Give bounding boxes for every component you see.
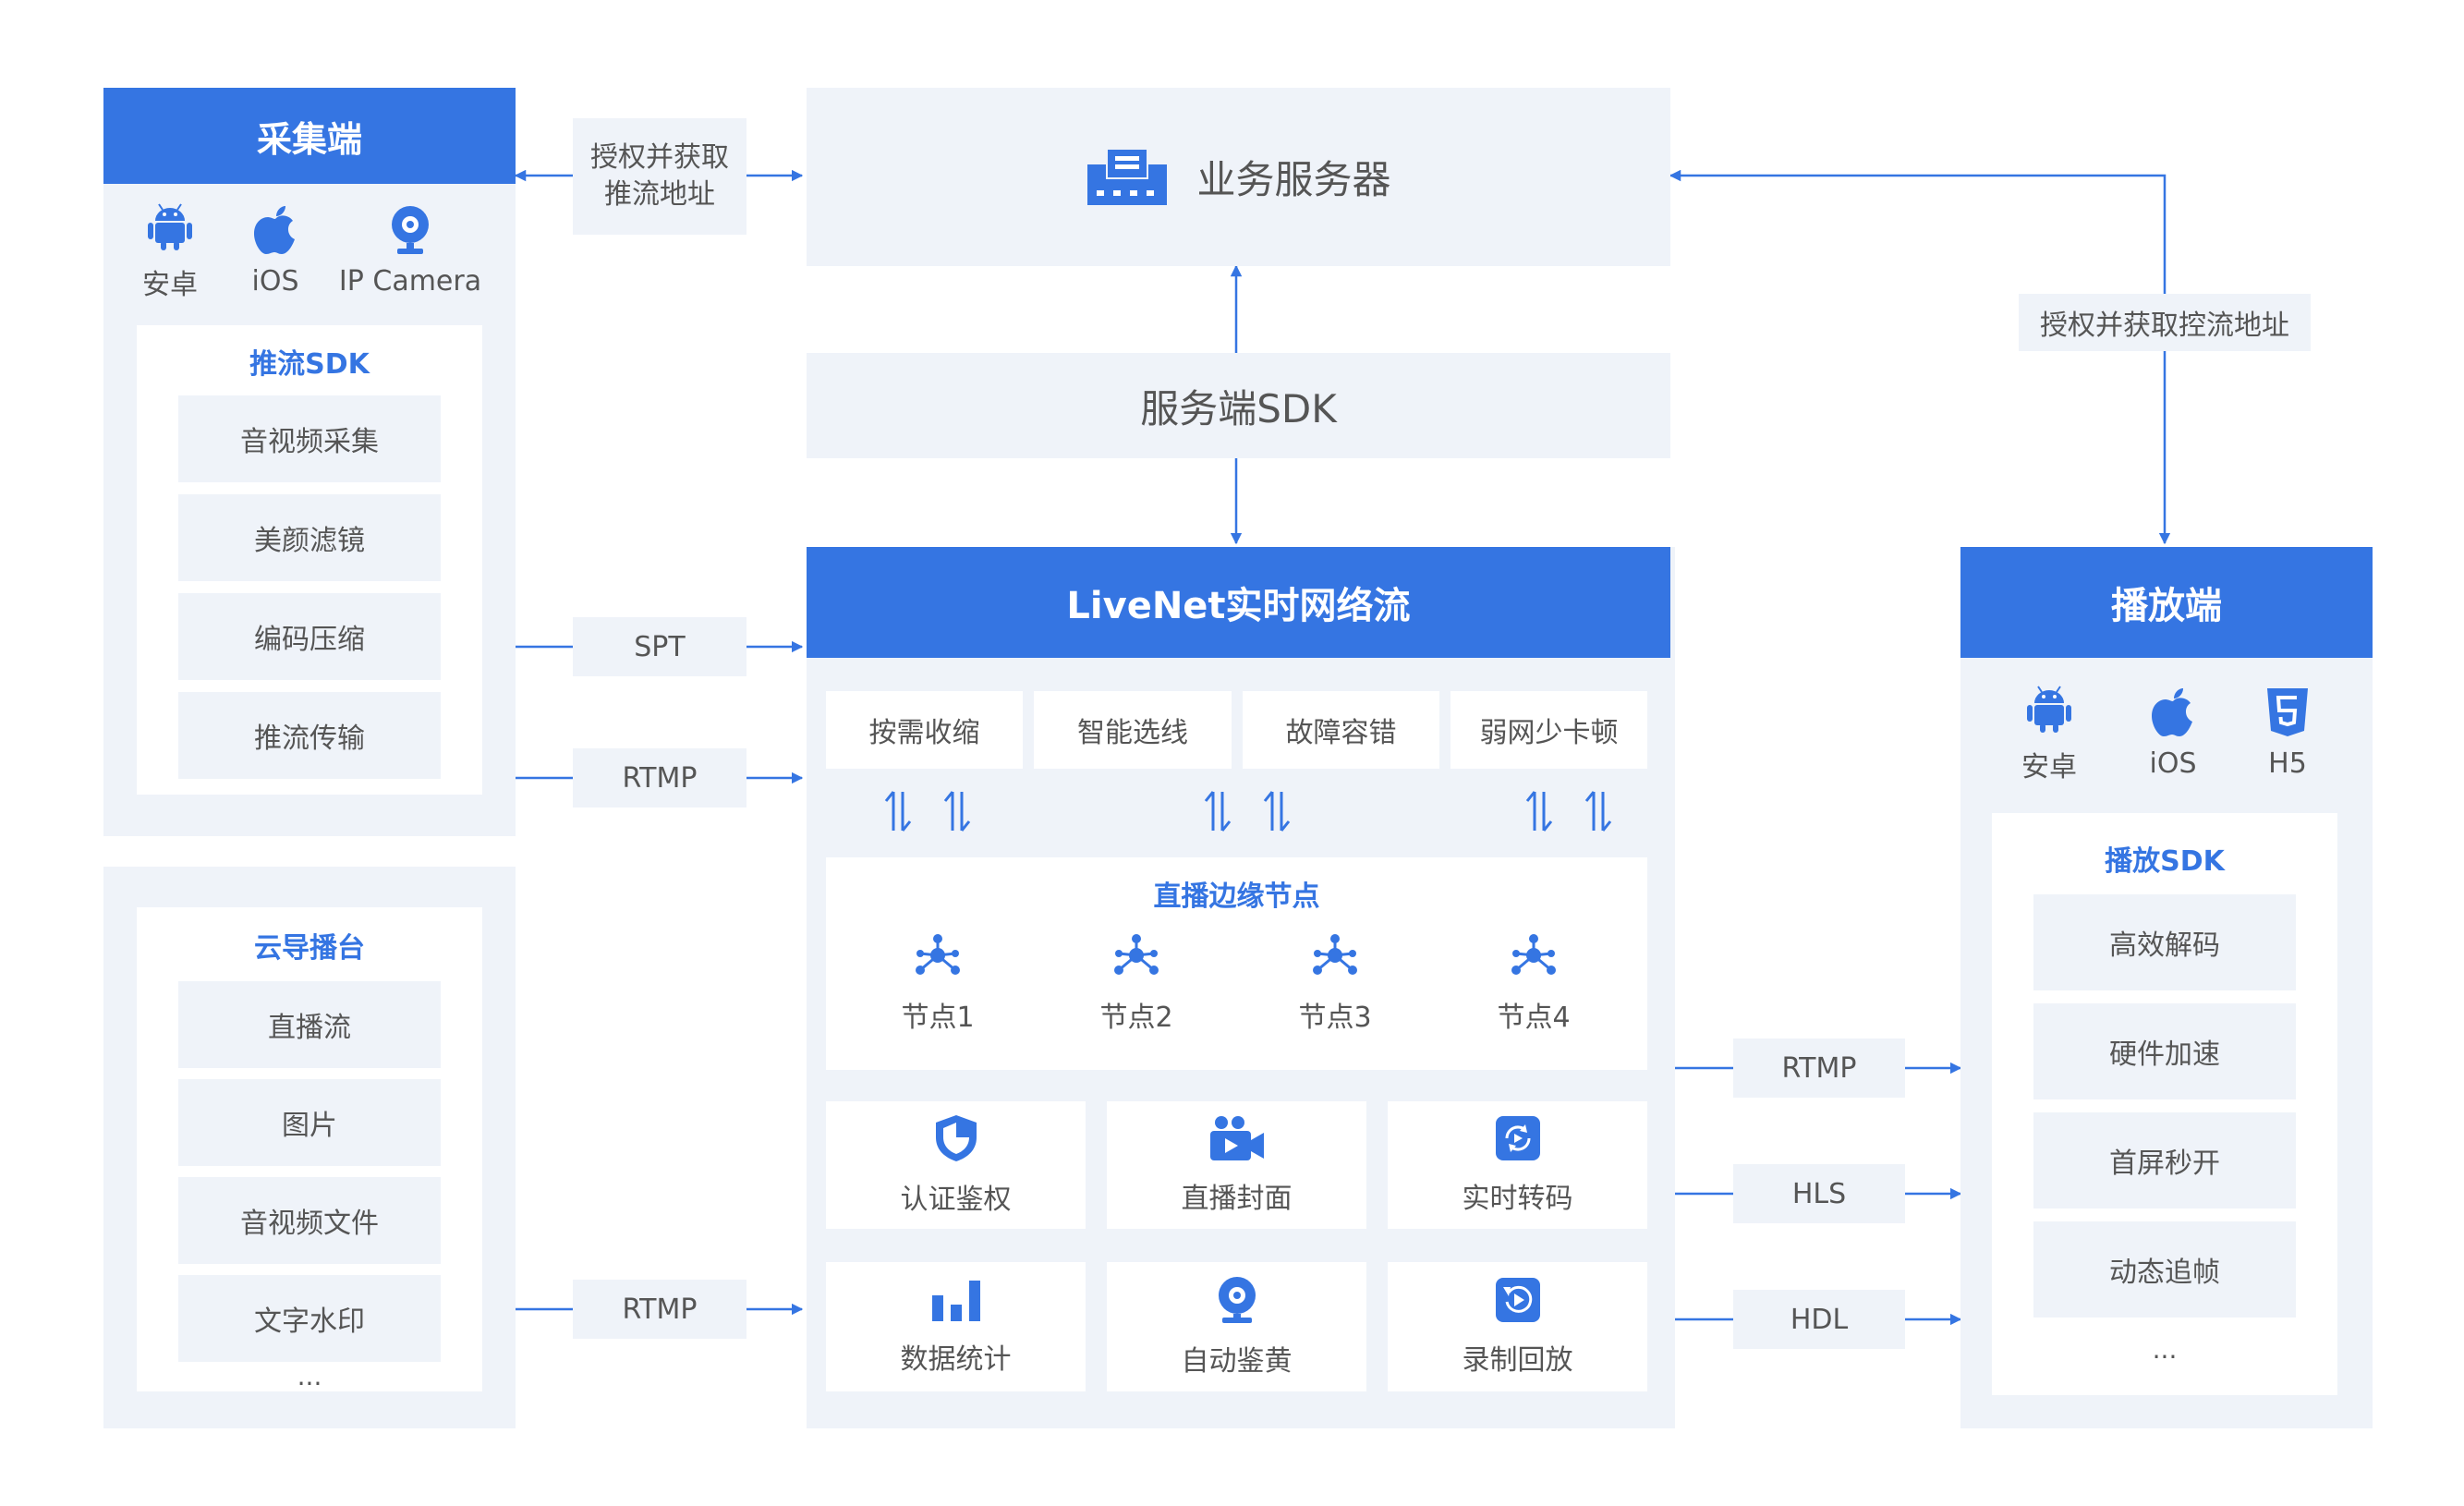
bar-chart-icon	[930, 1277, 982, 1323]
director-item: 图片	[178, 1079, 441, 1166]
edge-node-title: 直播边缘节点	[1153, 881, 1320, 913]
feature-item: 智能选线	[1034, 691, 1232, 769]
player-platform-android: 安卓	[2003, 680, 2095, 786]
service-label: 录制回放	[1462, 1344, 1573, 1377]
service-item: 认证鉴权	[826, 1101, 1086, 1229]
edge-node-label: 节点4	[1497, 1002, 1571, 1034]
play-sdk-more: ...	[2152, 1333, 2178, 1365]
server-title: 业务服务器	[1196, 157, 1391, 202]
edge-node-label: 节点3	[1298, 1002, 1372, 1034]
ip-camera-icon	[386, 204, 434, 256]
network-node-icon	[1111, 933, 1161, 978]
director-more: ...	[297, 1360, 322, 1391]
capture-platform-label: IP Camera	[338, 265, 482, 298]
network-node-icon	[1509, 933, 1559, 978]
feature-item: 弱网少卡顿	[1450, 691, 1647, 769]
webcam-icon	[1213, 1275, 1261, 1325]
capture-header: 采集端	[103, 88, 516, 184]
edge-node-box	[826, 857, 1647, 1070]
player-header: 播放端	[1960, 547, 2373, 658]
player-platform-label: H5	[2268, 747, 2307, 780]
service-label: 直播封面	[1181, 1183, 1293, 1215]
edge-node-label: 节点1	[901, 1002, 975, 1034]
auth-push-line2: 推流地址	[604, 178, 715, 211]
play-sdk-title: 播放SDK	[2105, 845, 2225, 878]
updown-arrows-icon	[1513, 785, 1624, 837]
push-sdk-item: 音视频采集	[178, 395, 441, 482]
protocol-out-box: HLS	[1733, 1164, 1905, 1223]
video-camera-icon	[1208, 1114, 1266, 1162]
feature-item: 故障容错	[1243, 691, 1439, 769]
capture-platform-ipcamera: IP Camera	[329, 198, 492, 304]
service-item: 直播封面	[1107, 1101, 1366, 1229]
edge-node: 节点2	[1076, 924, 1196, 1044]
player-platform-ios: iOS	[2127, 680, 2219, 786]
arrow-right-to-server	[1669, 169, 2167, 294]
service-item: 数据统计	[826, 1262, 1086, 1391]
service-label: 实时转码	[1462, 1183, 1573, 1215]
play-sdk-item: 首屏秒开	[2033, 1112, 2296, 1208]
service-item: 自动鉴黄	[1107, 1262, 1366, 1391]
livenet-header: LiveNet实时网络流	[807, 547, 1670, 658]
player-title: 播放端	[2111, 585, 2222, 627]
player-platform-label: 安卓	[2021, 750, 2077, 783]
protocol-in-box: SPT	[573, 617, 746, 676]
edge-node-label: 节点2	[1099, 1002, 1173, 1034]
push-sdk-item: 美颜滤镜	[178, 494, 441, 581]
protocol-in-box: RTMP	[573, 1280, 746, 1339]
service-item: 实时转码	[1388, 1101, 1647, 1229]
protocol-in-box: RTMP	[573, 748, 746, 808]
server-icon	[1086, 148, 1169, 207]
replay-icon	[1494, 1276, 1542, 1324]
director-item: 音视频文件	[178, 1177, 441, 1264]
capture-platform-android: 安卓	[124, 198, 216, 304]
auth-pull-address: 授权并获取控流地址	[2019, 294, 2311, 351]
service-item: 录制回放	[1388, 1262, 1647, 1391]
shield-icon	[934, 1113, 978, 1163]
business-server: 业务服务器	[807, 88, 1670, 266]
android-icon	[2025, 683, 2073, 735]
service-label: 自动鉴黄	[1181, 1345, 1293, 1378]
play-sdk-item: 高效解码	[2033, 894, 2296, 990]
feature-item: 按需收缩	[826, 691, 1023, 769]
transcode-icon	[1494, 1114, 1542, 1162]
push-sdk-item: 推流传输	[178, 692, 441, 779]
apple-icon	[2150, 686, 2196, 738]
play-sdk-item: 硬件加速	[2033, 1003, 2296, 1099]
auth-push-line1: 授权并获取	[590, 141, 729, 174]
capture-platform-ios: iOS	[229, 198, 322, 304]
protocol-out-box: HDL	[1733, 1290, 1905, 1349]
updown-arrows-icon	[872, 785, 983, 837]
service-label: 认证鉴权	[900, 1184, 1012, 1216]
livenet-title: LiveNet实时网络流	[1066, 585, 1411, 627]
apple-icon	[252, 204, 298, 256]
player-platform-label: iOS	[2149, 747, 2197, 780]
capture-title: 采集端	[256, 118, 362, 160]
edge-node: 节点1	[878, 924, 998, 1044]
capture-platform-label: 安卓	[142, 268, 198, 301]
edge-node: 节点3	[1275, 924, 1395, 1044]
network-node-icon	[1310, 933, 1360, 978]
service-label: 数据统计	[900, 1343, 1012, 1376]
director-title: 云导播台	[254, 932, 365, 965]
director-item: 直播流	[178, 981, 441, 1068]
play-sdk-item: 动态追帧	[2033, 1221, 2296, 1318]
server-sdk: 服务端SDK	[807, 353, 1670, 458]
player-platform-h5: H5	[2241, 680, 2334, 786]
android-icon	[146, 200, 194, 252]
updown-arrows-icon	[1192, 785, 1303, 837]
html5-icon	[2265, 686, 2310, 738]
network-node-icon	[913, 933, 963, 978]
push-sdk-title: 推流SDK	[249, 348, 370, 381]
director-item: 文字水印	[178, 1275, 441, 1362]
auth-push-address: 授权并获取 推流地址	[573, 118, 746, 235]
edge-node: 节点4	[1474, 924, 1594, 1044]
protocol-out-box: RTMP	[1733, 1038, 1905, 1098]
push-sdk-item: 编码压缩	[178, 593, 441, 680]
capture-platform-label: iOS	[251, 265, 299, 298]
